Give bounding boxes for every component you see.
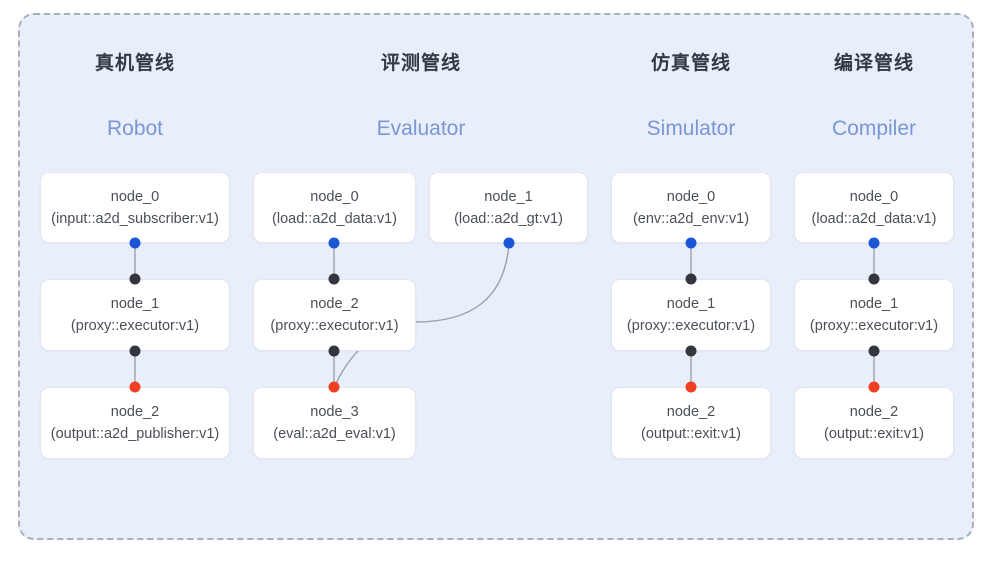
node-simulator-2[interactable]: node_2 (output::exit:v1) xyxy=(611,387,771,459)
node-compiler-0[interactable]: node_0 (load::a2d_data:v1) xyxy=(794,172,954,243)
node-spec: (eval::a2d_eval:v1) xyxy=(273,426,396,442)
port-input-compiler-1[interactable] xyxy=(868,273,880,285)
node-spec: (load::a2d_data:v1) xyxy=(272,210,397,227)
node-spec: (load::a2d_data:v1) xyxy=(811,210,937,227)
node-compiler-1[interactable]: node_1 (proxy::executor:v1) xyxy=(794,279,954,351)
node-name: node_1 xyxy=(849,296,899,312)
column-simulator-title-en: Simulator xyxy=(646,117,736,140)
node-name: node_0 xyxy=(849,188,899,205)
node-spec: (input::a2d_subscriber:v1) xyxy=(51,210,219,227)
port-input-evaluator-3[interactable] xyxy=(328,381,340,393)
node-spec: (proxy::executor:v1) xyxy=(70,318,200,334)
column-compiler-title-cn: 编译管线 xyxy=(833,53,914,74)
node-robot-0[interactable]: node_0 (input::a2d_subscriber:v1) xyxy=(40,172,230,243)
column-compiler-title-en: Compiler xyxy=(831,117,917,140)
node-spec: (output::exit:v1) xyxy=(824,426,924,442)
node-evaluator-2[interactable]: node_2 (proxy::executor:v1) xyxy=(253,279,416,351)
node-spec: (env::a2d_env:v1) xyxy=(632,210,750,227)
column-compiler: 编译管线 Compiler xyxy=(794,48,954,141)
node-evaluator-0[interactable]: node_0 (load::a2d_data:v1) xyxy=(253,172,416,243)
node-simulator-1[interactable]: node_1 (proxy::executor:v1) xyxy=(611,279,771,351)
port-input-compiler-2[interactable] xyxy=(868,381,880,393)
node-name: node_1 xyxy=(666,296,716,312)
node-name: node_2 xyxy=(310,296,359,312)
node-name: node_1 xyxy=(484,188,533,205)
node-spec: (output::a2d_publisher:v1) xyxy=(50,426,220,442)
column-robot-title-cn: 真机管线 xyxy=(94,53,175,74)
node-compiler-2[interactable]: node_2 (output::exit:v1) xyxy=(794,387,954,459)
node-name: node_0 xyxy=(310,188,359,205)
column-evaluator-title-cn: 评测管线 xyxy=(380,53,461,74)
node-spec: (proxy::executor:v1) xyxy=(270,318,399,334)
node-robot-1[interactable]: node_1 (proxy::executor:v1) xyxy=(40,279,230,351)
port-output-evaluator-gt[interactable] xyxy=(503,237,515,249)
node-evaluator-3[interactable]: node_3 (eval::a2d_eval:v1) xyxy=(253,387,416,459)
port-output-robot-0[interactable] xyxy=(129,237,141,249)
port-input-robot-2[interactable] xyxy=(129,381,141,393)
node-robot-2[interactable]: node_2 (output::a2d_publisher:v1) xyxy=(40,387,230,459)
node-spec: (load::a2d_gt:v1) xyxy=(454,210,563,227)
port-output-simulator-1[interactable] xyxy=(685,345,697,357)
node-name: node_0 xyxy=(666,188,716,205)
column-simulator: 仿真管线 Simulator xyxy=(611,48,771,141)
column-robot-title-en: Robot xyxy=(106,117,164,140)
node-name: node_3 xyxy=(310,404,359,420)
port-output-evaluator-0[interactable] xyxy=(328,237,340,249)
column-evaluator-title-en: Evaluator xyxy=(376,117,466,140)
port-input-simulator-2[interactable] xyxy=(685,381,697,393)
node-simulator-0[interactable]: node_0 (env::a2d_env:v1) xyxy=(611,172,771,243)
node-name: node_0 xyxy=(110,188,160,205)
column-evaluator: 评测管线 Evaluator xyxy=(326,48,516,141)
port-output-compiler-1[interactable] xyxy=(868,345,880,357)
node-name: node_2 xyxy=(666,404,716,420)
column-robot: 真机管线 Robot xyxy=(40,48,230,141)
port-output-robot-1[interactable] xyxy=(129,345,141,357)
node-name: node_2 xyxy=(110,404,160,420)
node-name: node_2 xyxy=(849,404,899,420)
column-simulator-title-cn: 仿真管线 xyxy=(650,53,731,74)
node-evaluator-gt[interactable]: node_1 (load::a2d_gt:v1) xyxy=(429,172,588,243)
port-output-compiler-0[interactable] xyxy=(868,237,880,249)
node-spec: (proxy::executor:v1) xyxy=(809,318,939,334)
node-spec: (proxy::executor:v1) xyxy=(626,318,756,334)
node-spec: (output::exit:v1) xyxy=(641,426,741,442)
port-input-robot-1[interactable] xyxy=(129,273,141,285)
port-output-simulator-0[interactable] xyxy=(685,237,697,249)
node-name: node_1 xyxy=(110,296,160,312)
port-output-evaluator-2[interactable] xyxy=(328,345,340,357)
port-input-simulator-1[interactable] xyxy=(685,273,697,285)
port-input-evaluator-2[interactable] xyxy=(328,273,340,285)
